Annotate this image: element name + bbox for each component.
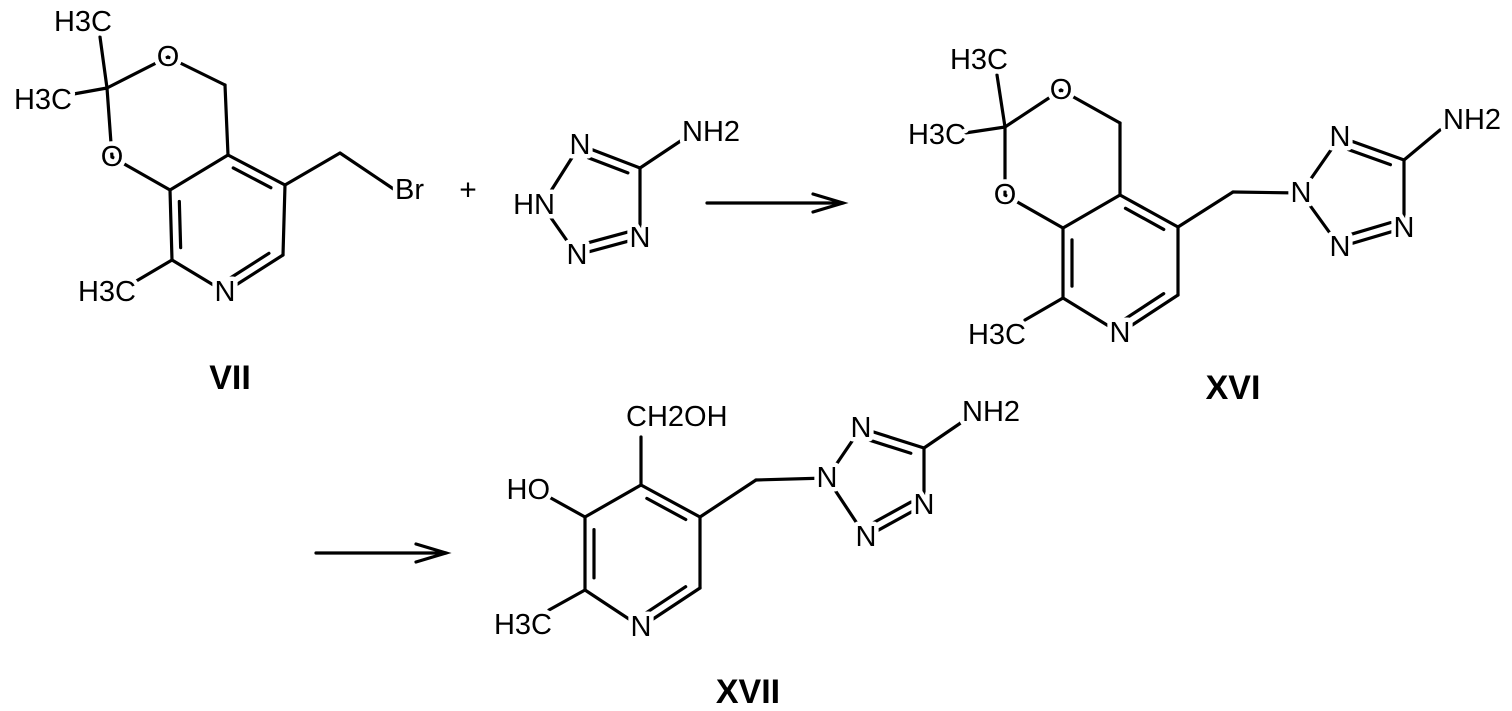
bond	[640, 140, 682, 168]
bonds-layer	[68, 37, 1440, 627]
tetrazole-n4-label: N	[1394, 212, 1415, 244]
bond	[924, 420, 965, 448]
oxygen-top-label: O	[1050, 74, 1073, 106]
double-bond-inner	[1125, 294, 1163, 319]
tetrazole-n1-label: N	[1330, 121, 1351, 153]
tetrazole-n2-label: N	[817, 462, 838, 494]
bond	[585, 485, 641, 517]
tetrazole-n4-label: N	[914, 489, 935, 521]
bond	[170, 155, 228, 190]
bond	[1063, 195, 1120, 228]
bond	[285, 153, 340, 185]
tetrazole-n3-label: N	[856, 521, 877, 553]
labels-layer: OONBrH3CH3CH3CVII+HNNNNNH2OONNNNNNH2H3CH…	[14, 6, 1501, 711]
bromine-label: Br	[395, 174, 424, 206]
methyl-label: H3C	[494, 609, 552, 641]
bond	[225, 85, 228, 155]
compound-label-vii: VII	[209, 359, 251, 397]
oxygen-bottom-label: O	[994, 179, 1017, 211]
double-bond	[170, 190, 172, 260]
pyridine-nitrogen-label: N	[215, 276, 236, 308]
tetrazole-n-right-label: N	[630, 222, 651, 254]
bond	[133, 260, 172, 283]
bond	[283, 185, 285, 255]
amino-label: NH2	[962, 396, 1020, 428]
compound-label-xvii: XVII	[716, 673, 780, 711]
tetrazole-n2-label: N	[1291, 177, 1312, 209]
bond	[1404, 130, 1440, 160]
double-bond-inner	[179, 201, 180, 247]
bond	[997, 75, 1005, 127]
methyl-bottom-label: H3C	[78, 276, 136, 308]
bond	[340, 153, 395, 190]
methyl-top-label: H3C	[950, 44, 1008, 76]
bond	[68, 88, 107, 95]
oxygen-top-label: O	[157, 41, 180, 73]
double-bond-inner	[1125, 208, 1163, 229]
bond	[549, 590, 585, 610]
pyridine-nitrogen-label: N	[1110, 317, 1131, 349]
methyl-middle-label: H3C	[908, 119, 966, 151]
bond	[1025, 298, 1063, 320]
methyl-bottom-label: H3C	[968, 319, 1026, 351]
amino-label: NH2	[682, 116, 740, 148]
hydroxymethyl-label: CH2OH	[626, 401, 728, 433]
bond	[100, 37, 107, 88]
bond	[1178, 192, 1233, 227]
methyl-middle-label: H3C	[14, 84, 72, 116]
bond	[965, 127, 1005, 133]
methyl-top-label: H3C	[54, 6, 112, 38]
hydroxy-label: HO	[507, 474, 551, 506]
compound-label-xvi: XVI	[1206, 369, 1261, 407]
double-bond-inner	[873, 502, 911, 523]
tetrazole-nh-label: HN	[513, 189, 555, 221]
double-bond-inner	[233, 168, 271, 188]
tetrazole-n-top-label: N	[570, 129, 591, 161]
plus-sign: +	[459, 174, 477, 207]
amino-label: NH2	[1443, 104, 1501, 136]
pyridine-nitrogen-label: N	[631, 611, 652, 643]
tetrazole-n-left-label: N	[567, 239, 588, 271]
tetrazole-n1-label: N	[851, 412, 872, 444]
double-bond-inner	[647, 498, 686, 519]
double-bond-inner	[231, 253, 269, 277]
tetrazole-n3-label: N	[1330, 231, 1351, 263]
bond	[549, 497, 585, 517]
oxygen-bottom-label: O	[101, 141, 124, 173]
bond	[700, 480, 756, 517]
